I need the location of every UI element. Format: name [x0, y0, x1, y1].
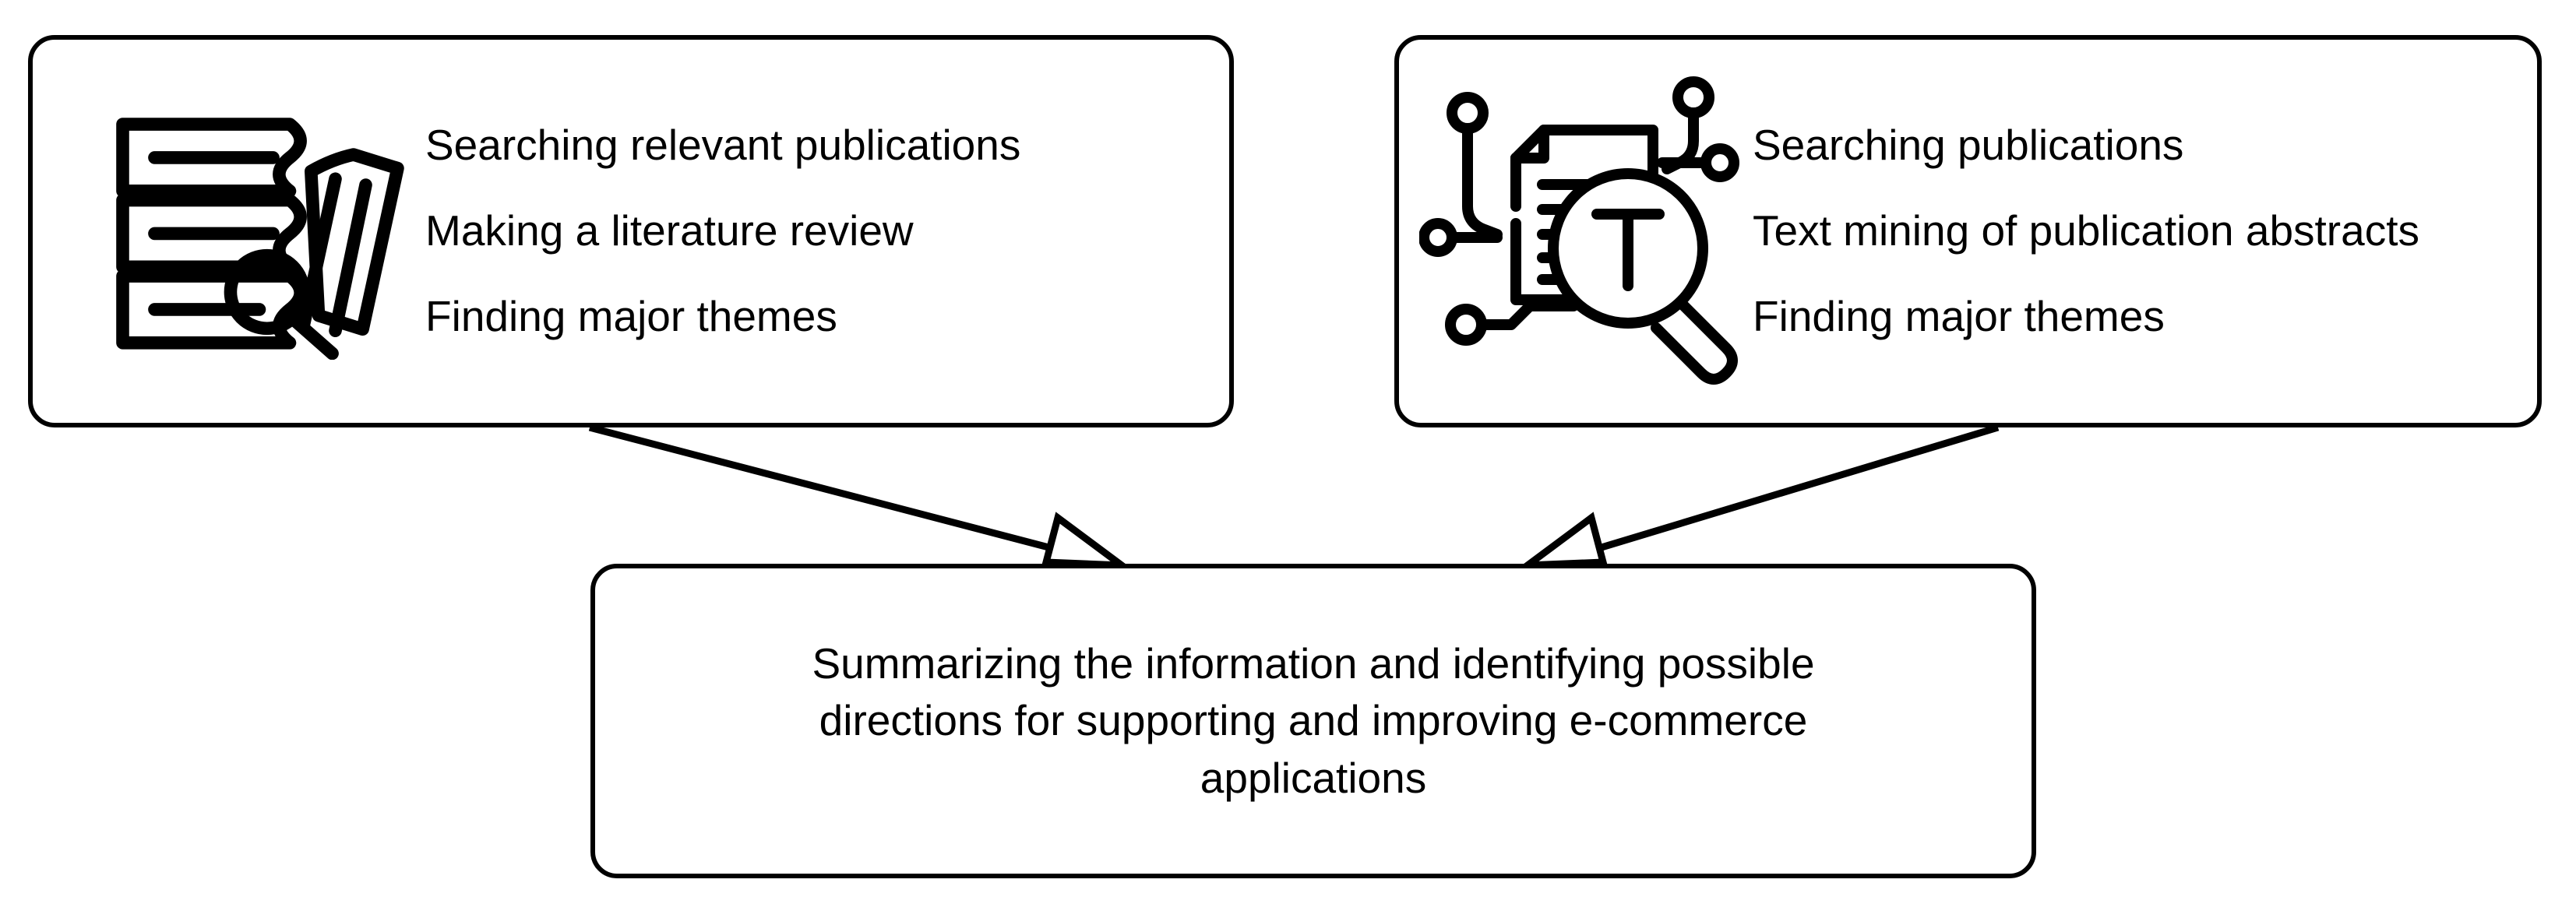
summary-line: applications: [1200, 753, 1427, 802]
bullet-item: Making a literature review: [425, 206, 914, 255]
edge-line: [1566, 424, 2000, 561]
document-text-mining-magnifier-icon: [1419, 76, 1746, 387]
node-literature-review-content: Searching relevant publications Making a…: [33, 40, 1229, 423]
bullet-item: Searching relevant publications: [425, 121, 1021, 170]
summary-line: Summarizing the information and identify…: [812, 639, 1815, 688]
summary-text-block: Summarizing the information and identify…: [595, 635, 2032, 806]
bullet-item: Finding major themes: [425, 291, 837, 340]
edge-textmining-to-summary: [1516, 424, 2000, 570]
arrowhead-hollow-triangle: [1041, 512, 1133, 570]
arrowhead-hollow-triangle: [1516, 512, 1608, 570]
edge-literature-to-summary: [588, 424, 1133, 570]
books-with-magnifier-icon: [107, 103, 411, 360]
node-text-mining[interactable]: Searching publications Text mining of pu…: [1394, 35, 2542, 427]
node-text-mining-content: Searching publications Text mining of pu…: [1399, 40, 2537, 423]
literature-review-bullet-list: Searching relevant publications Making a…: [425, 103, 1229, 359]
bullet-item: Text mining of publication abstracts: [1753, 206, 2419, 255]
node-literature-review[interactable]: Searching relevant publications Making a…: [28, 35, 1234, 427]
text-mining-bullet-list: Searching publications Text mining of pu…: [1753, 103, 2537, 359]
bullet-item: Searching publications: [1753, 121, 2184, 170]
edge-line: [588, 424, 1089, 561]
summary-line: directions for supporting and improving …: [819, 696, 1808, 745]
bullet-item: Finding major themes: [1753, 291, 2165, 340]
node-summary[interactable]: Summarizing the information and identify…: [590, 564, 2036, 878]
